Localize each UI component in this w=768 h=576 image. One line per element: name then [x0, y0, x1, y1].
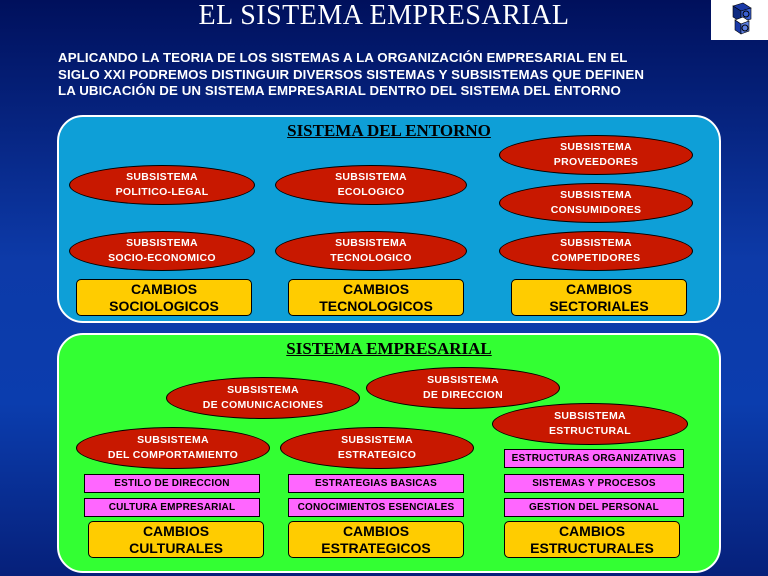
cambios-name: SECTORIALES: [549, 297, 649, 314]
subsystem-name: ECOLOGICO: [337, 186, 405, 198]
subsystem-label: SUBSISTEMA: [560, 189, 632, 201]
cambios-label: CAMBIOS: [342, 522, 410, 539]
subsystem-label: SUBSISTEMA: [227, 384, 299, 396]
subsystem-name: TECNOLOGICO: [330, 252, 412, 264]
cambios-label: CAMBIOS: [565, 280, 633, 297]
subsystem-label: SUBSISTEMA: [126, 171, 198, 183]
entorno-panel: SISTEMA DEL ENTORNO SUBSISTEMA POLITICO-…: [57, 115, 721, 323]
subsystem-direccion: SUBSISTEMA DE DIRECCION: [366, 367, 560, 409]
subsystem-label: SUBSISTEMA: [560, 141, 632, 153]
cambios-label: CAMBIOS: [342, 280, 410, 297]
element-cultura-empresarial: CULTURA EMPRESARIAL: [84, 498, 260, 517]
element-sistemas-procesos: SISTEMAS Y PROCESOS: [504, 474, 684, 493]
subsystem-politico-legal: SUBSISTEMA POLITICO-LEGAL: [69, 165, 255, 205]
subsystem-consumidores: SUBSISTEMA CONSUMIDORES: [499, 183, 693, 223]
cambios-name: ESTRUCTURALES: [530, 539, 654, 556]
subsystem-label: SUBSISTEMA: [126, 237, 198, 249]
cambios-label: CAMBIOS: [130, 280, 198, 297]
cambios-sociologicos: CAMBIOS SOCIOLOGICOS: [76, 279, 252, 316]
subsystem-name: POLITICO-LEGAL: [115, 186, 209, 198]
page-title: EL SISTEMA EMPRESARIAL: [198, 0, 570, 31]
element-estilo-direccion: ESTILO DE DIRECCION: [84, 474, 260, 493]
intro-line-2: SIGLO XXI PODREMOS DISTINGUIR DIVERSOS S…: [58, 66, 645, 82]
subsystem-name: DE COMUNICACIONES: [202, 399, 324, 411]
entorno-title: SISTEMA DEL ENTORNO: [287, 121, 491, 140]
cambios-culturales: CAMBIOS CULTURALES: [88, 521, 264, 558]
cambios-name: TECNOLOGICOS: [319, 297, 433, 314]
subsystem-estructural: SUBSISTEMA ESTRUCTURAL: [492, 403, 688, 445]
subsystem-label: SUBSISTEMA: [335, 171, 407, 183]
subsystem-competidores: SUBSISTEMA COMPETIDORES: [499, 231, 693, 271]
empresarial-title: SISTEMA EMPRESARIAL: [286, 339, 492, 358]
subsystem-name: ESTRUCTURAL: [548, 425, 632, 437]
subsystem-label: SUBSISTEMA: [335, 237, 407, 249]
subsystem-label: SUBSISTEMA: [560, 237, 632, 249]
element-estrategias-basicas: ESTRATEGIAS BASICAS: [288, 474, 464, 493]
element-gestion-personal: GESTION DEL PERSONAL: [504, 498, 684, 517]
subsystem-name: SOCIO-ECONOMICO: [108, 252, 216, 264]
subsystem-ecologico: SUBSISTEMA ECOLOGICO: [275, 165, 467, 205]
cambios-name: SOCIOLOGICOS: [109, 297, 219, 314]
subsystem-name: CONSUMIDORES: [550, 204, 642, 216]
subsystem-name: COMPETIDORES: [551, 252, 641, 264]
cambios-name: ESTRATEGICOS: [321, 539, 431, 556]
cambios-label: CAMBIOS: [558, 522, 626, 539]
cambios-label: CAMBIOS: [142, 522, 210, 539]
element-conocimientos-esenciales: CONOCIMIENTOS ESENCIALES: [288, 498, 464, 517]
subsystem-label: SUBSISTEMA: [427, 374, 499, 386]
subsystem-label: SUBSISTEMA: [341, 434, 413, 446]
subsystem-name: DE DIRECCION: [422, 389, 504, 401]
cambios-estrategicos: CAMBIOS ESTRATEGICOS: [288, 521, 464, 558]
empresarial-panel: SISTEMA EMPRESARIAL SUBSISTEMA DE COMUNI…: [57, 333, 721, 573]
subsystem-tecnologico: SUBSISTEMA TECNOLOGICO: [275, 231, 467, 271]
intro-line-1: APLICANDO LA TEORIA DE LOS SISTEMAS A LA…: [58, 50, 628, 65]
element-estructuras-organizativas: ESTRUCTURAS ORGANIZATIVAS: [504, 449, 684, 468]
subsystem-label: SUBSISTEMA: [137, 434, 209, 446]
cube-logo-icon: [711, 0, 768, 40]
subsystem-name: DEL COMPORTAMIENTO: [107, 449, 239, 461]
cambios-sectoriales: CAMBIOS SECTORIALES: [511, 279, 687, 316]
cambios-tecnologicos: CAMBIOS TECNOLOGICOS: [288, 279, 464, 316]
subsystem-socio-economico: SUBSISTEMA SOCIO-ECONOMICO: [69, 231, 255, 271]
intro-text: APLICANDO LA TEORIA DE LOS SISTEMAS A LA…: [58, 50, 738, 100]
subsystem-comportamiento: SUBSISTEMA DEL COMPORTAMIENTO: [76, 427, 270, 469]
cambios-estructurales: CAMBIOS ESTRUCTURALES: [504, 521, 680, 558]
subsystem-comunicaciones: SUBSISTEMA DE COMUNICACIONES: [166, 377, 360, 419]
cambios-name: CULTURALES: [129, 539, 223, 556]
intro-line-3: LA UBICACIÓN DE UN SISTEMA EMPRESARIAL D…: [58, 83, 621, 98]
subsystem-proveedores: SUBSISTEMA PROVEEDORES: [499, 135, 693, 175]
subsystem-name: PROVEEDORES: [553, 156, 639, 168]
subsystem-name: ESTRATEGICO: [337, 449, 417, 461]
subsystem-estrategico: SUBSISTEMA ESTRATEGICO: [280, 427, 474, 469]
subsystem-label: SUBSISTEMA: [554, 410, 626, 422]
